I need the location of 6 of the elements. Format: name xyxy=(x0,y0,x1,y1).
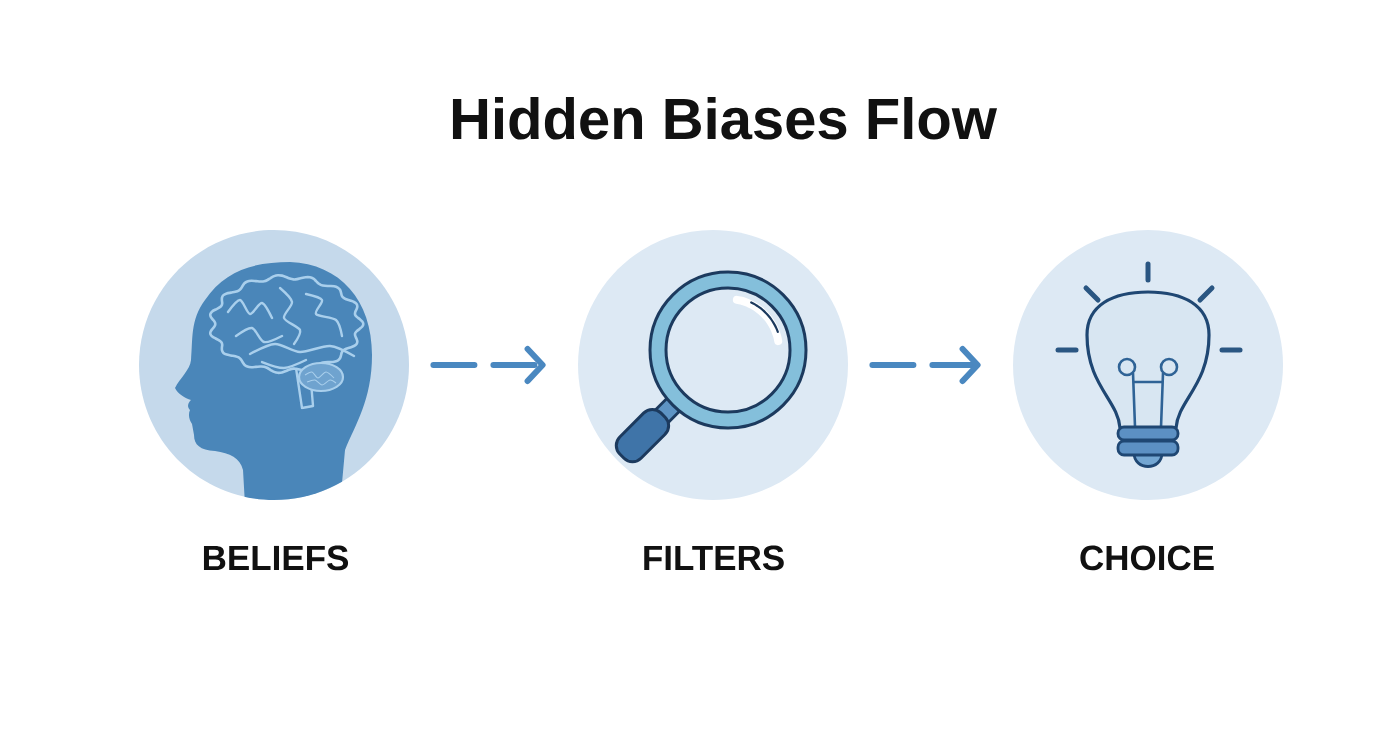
title: Hidden Biases Flow xyxy=(452,97,998,140)
dashed-arrow xyxy=(430,346,546,384)
dashed-arrow xyxy=(869,346,981,384)
step-label: FILTERS xyxy=(644,545,784,571)
step-label: CHOICE xyxy=(1080,545,1214,571)
step-label: BELIEFS xyxy=(203,545,349,571)
